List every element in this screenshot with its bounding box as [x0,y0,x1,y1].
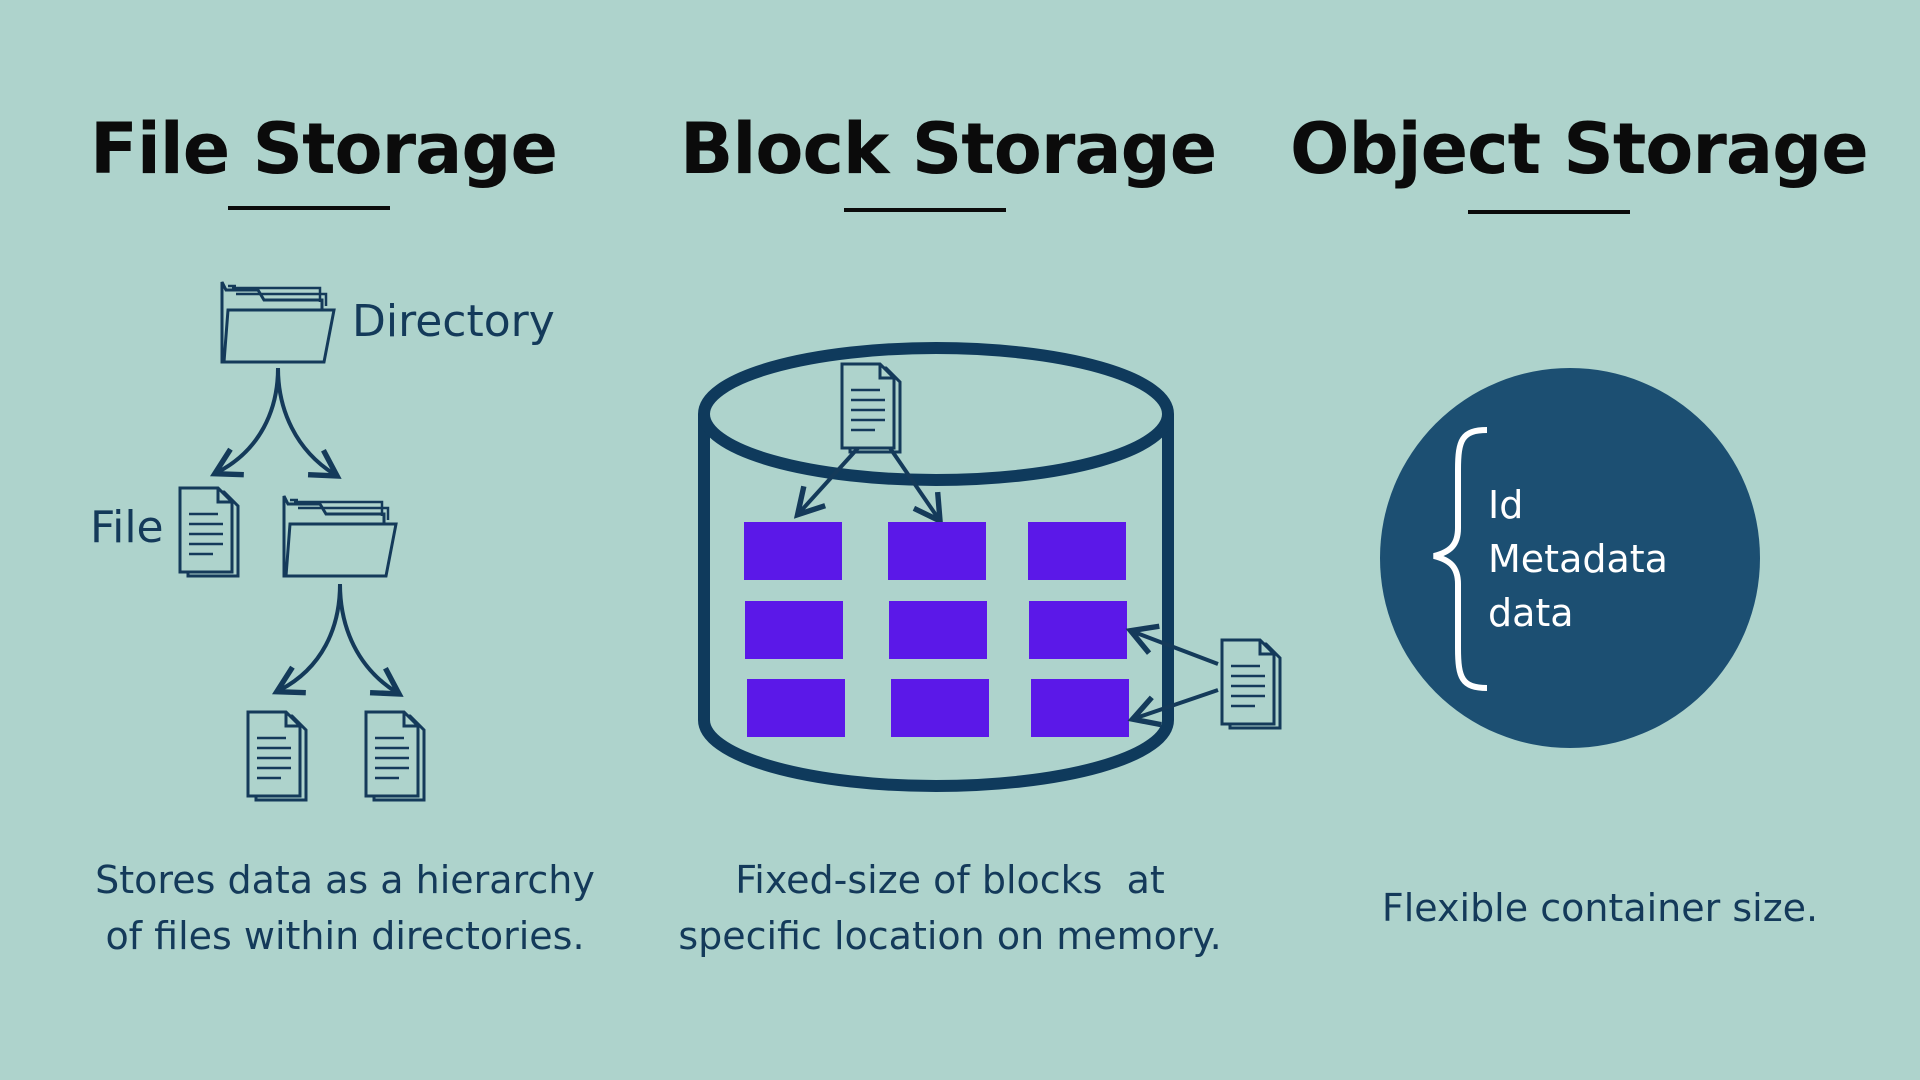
root-folder-icon [220,280,336,364]
block-storage-caption: Fixed-size of blocks at specific locatio… [650,852,1250,964]
file-caption-line-2: of files within directories. [105,914,585,958]
curly-brace-icon [1433,427,1488,691]
block-cell [745,601,843,659]
file-label: File [90,502,164,553]
file-document-icon [178,486,240,578]
block-cell [888,522,986,580]
block-cell [744,522,842,580]
block-top-document-icon [840,362,902,454]
sub-folder-icon [282,494,398,578]
directory-label: Directory [352,296,555,347]
arrow-icon [793,446,860,519]
block-cell [889,601,987,659]
curved-arrow-icon [276,367,342,479]
arrow-icon [1127,688,1219,728]
object-id-line: Id [1488,483,1524,527]
block-cell [1031,679,1129,737]
block-caption-line-2: specific location on memory. [678,914,1222,958]
file-storage-caption: Stores data as a hierarchy of files with… [60,852,630,964]
object-contents: Id Metadata data [1488,478,1668,640]
block-cell [1029,601,1127,659]
object-title-underline [1468,210,1630,214]
curved-arrow-icon [338,583,404,697]
leaf-document-icon [246,710,308,802]
block-caption-line-1: Fixed-size of blocks at [735,858,1165,902]
object-data-line: data [1488,591,1574,635]
arrow-icon [1125,623,1219,666]
block-title-underline [844,208,1006,212]
curved-arrow-icon [271,583,342,696]
file-title-underline [228,206,390,210]
arrow-icon [888,446,944,526]
block-grid [744,522,1129,737]
block-side-document-icon [1220,638,1282,730]
object-metadata-line: Metadata [1488,537,1668,581]
block-storage-title: Block Storage [680,108,1217,190]
curved-arrow-icon [209,367,280,478]
block-cell [1028,522,1126,580]
file-caption-line-1: Stores data as a hierarchy [95,858,595,902]
object-storage-caption: Flexible container size. [1381,886,1819,930]
database-cylinder-icon [698,342,1174,792]
block-cell [747,679,845,737]
file-storage-title: File Storage [90,108,558,190]
block-cell [891,679,989,737]
leaf-document-icon [364,710,426,802]
object-storage-title: Object Storage [1290,108,1869,190]
object-container-circle [1380,368,1760,748]
